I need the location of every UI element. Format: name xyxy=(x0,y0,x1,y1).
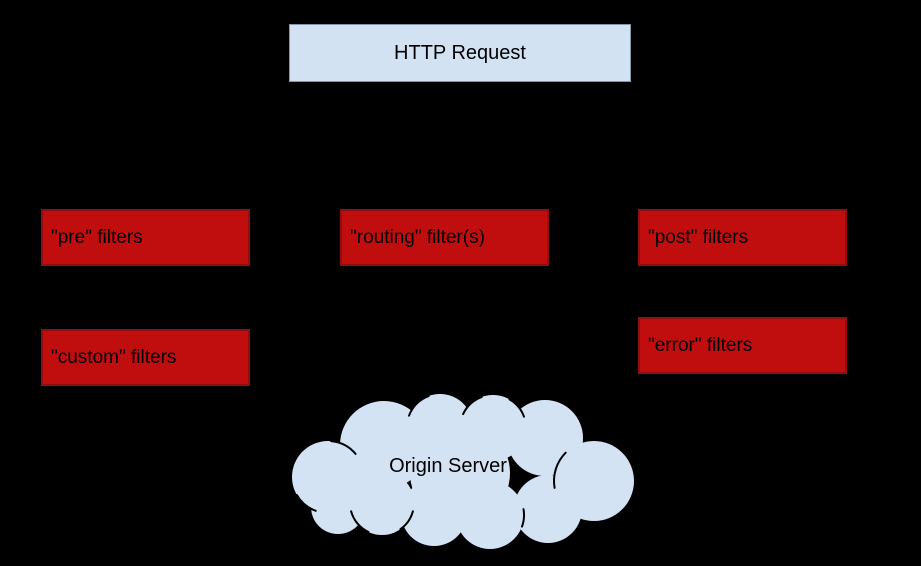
cloud-shape xyxy=(292,394,634,549)
error-filters-label: "error" filters xyxy=(648,334,753,356)
pre-filters-box: "pre" filters xyxy=(41,209,250,266)
post-filters-box: "post" filters xyxy=(638,209,847,266)
cloud-scallop-strokes xyxy=(295,395,567,533)
custom-filters-box: "custom" filters xyxy=(41,329,250,386)
origin-server-cloud-icon xyxy=(292,394,634,549)
error-filters-box: "error" filters xyxy=(638,317,847,374)
custom-filters-label: "custom" filters xyxy=(51,346,177,368)
http-request-box: HTTP Request xyxy=(289,24,631,82)
pre-filters-label: "pre" filters xyxy=(51,226,143,248)
http-request-label: HTTP Request xyxy=(394,41,526,64)
routing-filters-label: "routing" filter(s) xyxy=(350,226,485,248)
post-filters-label: "post" filters xyxy=(648,226,749,248)
routing-filters-box: "routing" filter(s) xyxy=(340,209,549,266)
